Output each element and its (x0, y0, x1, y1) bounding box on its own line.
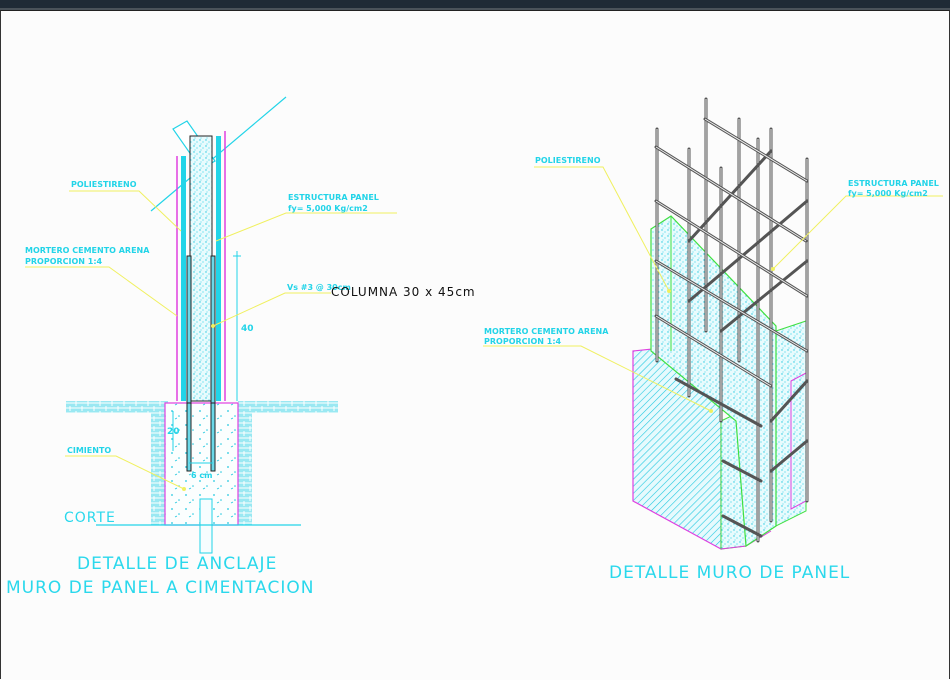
cad-drawing-canvas[interactable]: 40 20 6 cm POLIESTIRENO ESTRUCTURA PANEL… (0, 10, 950, 679)
label-estructura-fy-right: fy= 5,000 Kg/cm2 (848, 189, 928, 198)
anchor-detail-section: 40 20 6 cm POLIESTIRENO ESTRUCTURA PANEL… (6, 96, 397, 598)
label-poliestireno-right: POLIESTIRENO (535, 156, 601, 165)
dimension-20: 20 (167, 427, 180, 437)
title-detalle-anclaje: DETALLE DE ANCLAJE (77, 554, 277, 574)
label-estructura-panel-left: ESTRUCTURA PANEL (288, 193, 379, 202)
label-estructura-fy-left: fy= 5,000 Kg/cm2 (288, 204, 368, 213)
label-varilla: Vs #3 @ 30cm (287, 283, 351, 292)
label-poliestireno-left: POLIESTIRENO (71, 180, 137, 189)
cad-drawing: 40 20 6 cm POLIESTIRENO ESTRUCTURA PANEL… (6, 96, 943, 598)
label-mortero-left: MORTERO CEMENTO ARENA (25, 246, 150, 255)
panel-wall-isometric: POLIESTIRENO ESTRUCTURA PANEL fy= 5,000 … (483, 97, 943, 583)
window-title-bar (0, 0, 950, 8)
title-muro-panel-cimentacion: MURO DE PANEL A CIMENTACION (6, 578, 315, 598)
label-estructura-panel-right: ESTRUCTURA PANEL (848, 179, 939, 188)
dimension-40: 40 (241, 324, 254, 334)
label-cimiento: CIMIENTO (67, 446, 111, 455)
label-corte: CORTE (64, 510, 116, 526)
title-detalle-muro-panel: DETALLE MURO DE PANEL (609, 563, 850, 583)
dimension-6cm: 6 cm (191, 471, 212, 480)
label-mortero-right: MORTERO CEMENTO ARENA (484, 327, 609, 336)
label-proporcion-left: PROPORCION 1:4 (25, 257, 103, 266)
window-title-bar-edge (0, 8, 950, 10)
label-proporcion-right: PROPORCION 1:4 (484, 337, 562, 346)
column-note: COLUMNA 30 x 45cm (331, 285, 476, 299)
